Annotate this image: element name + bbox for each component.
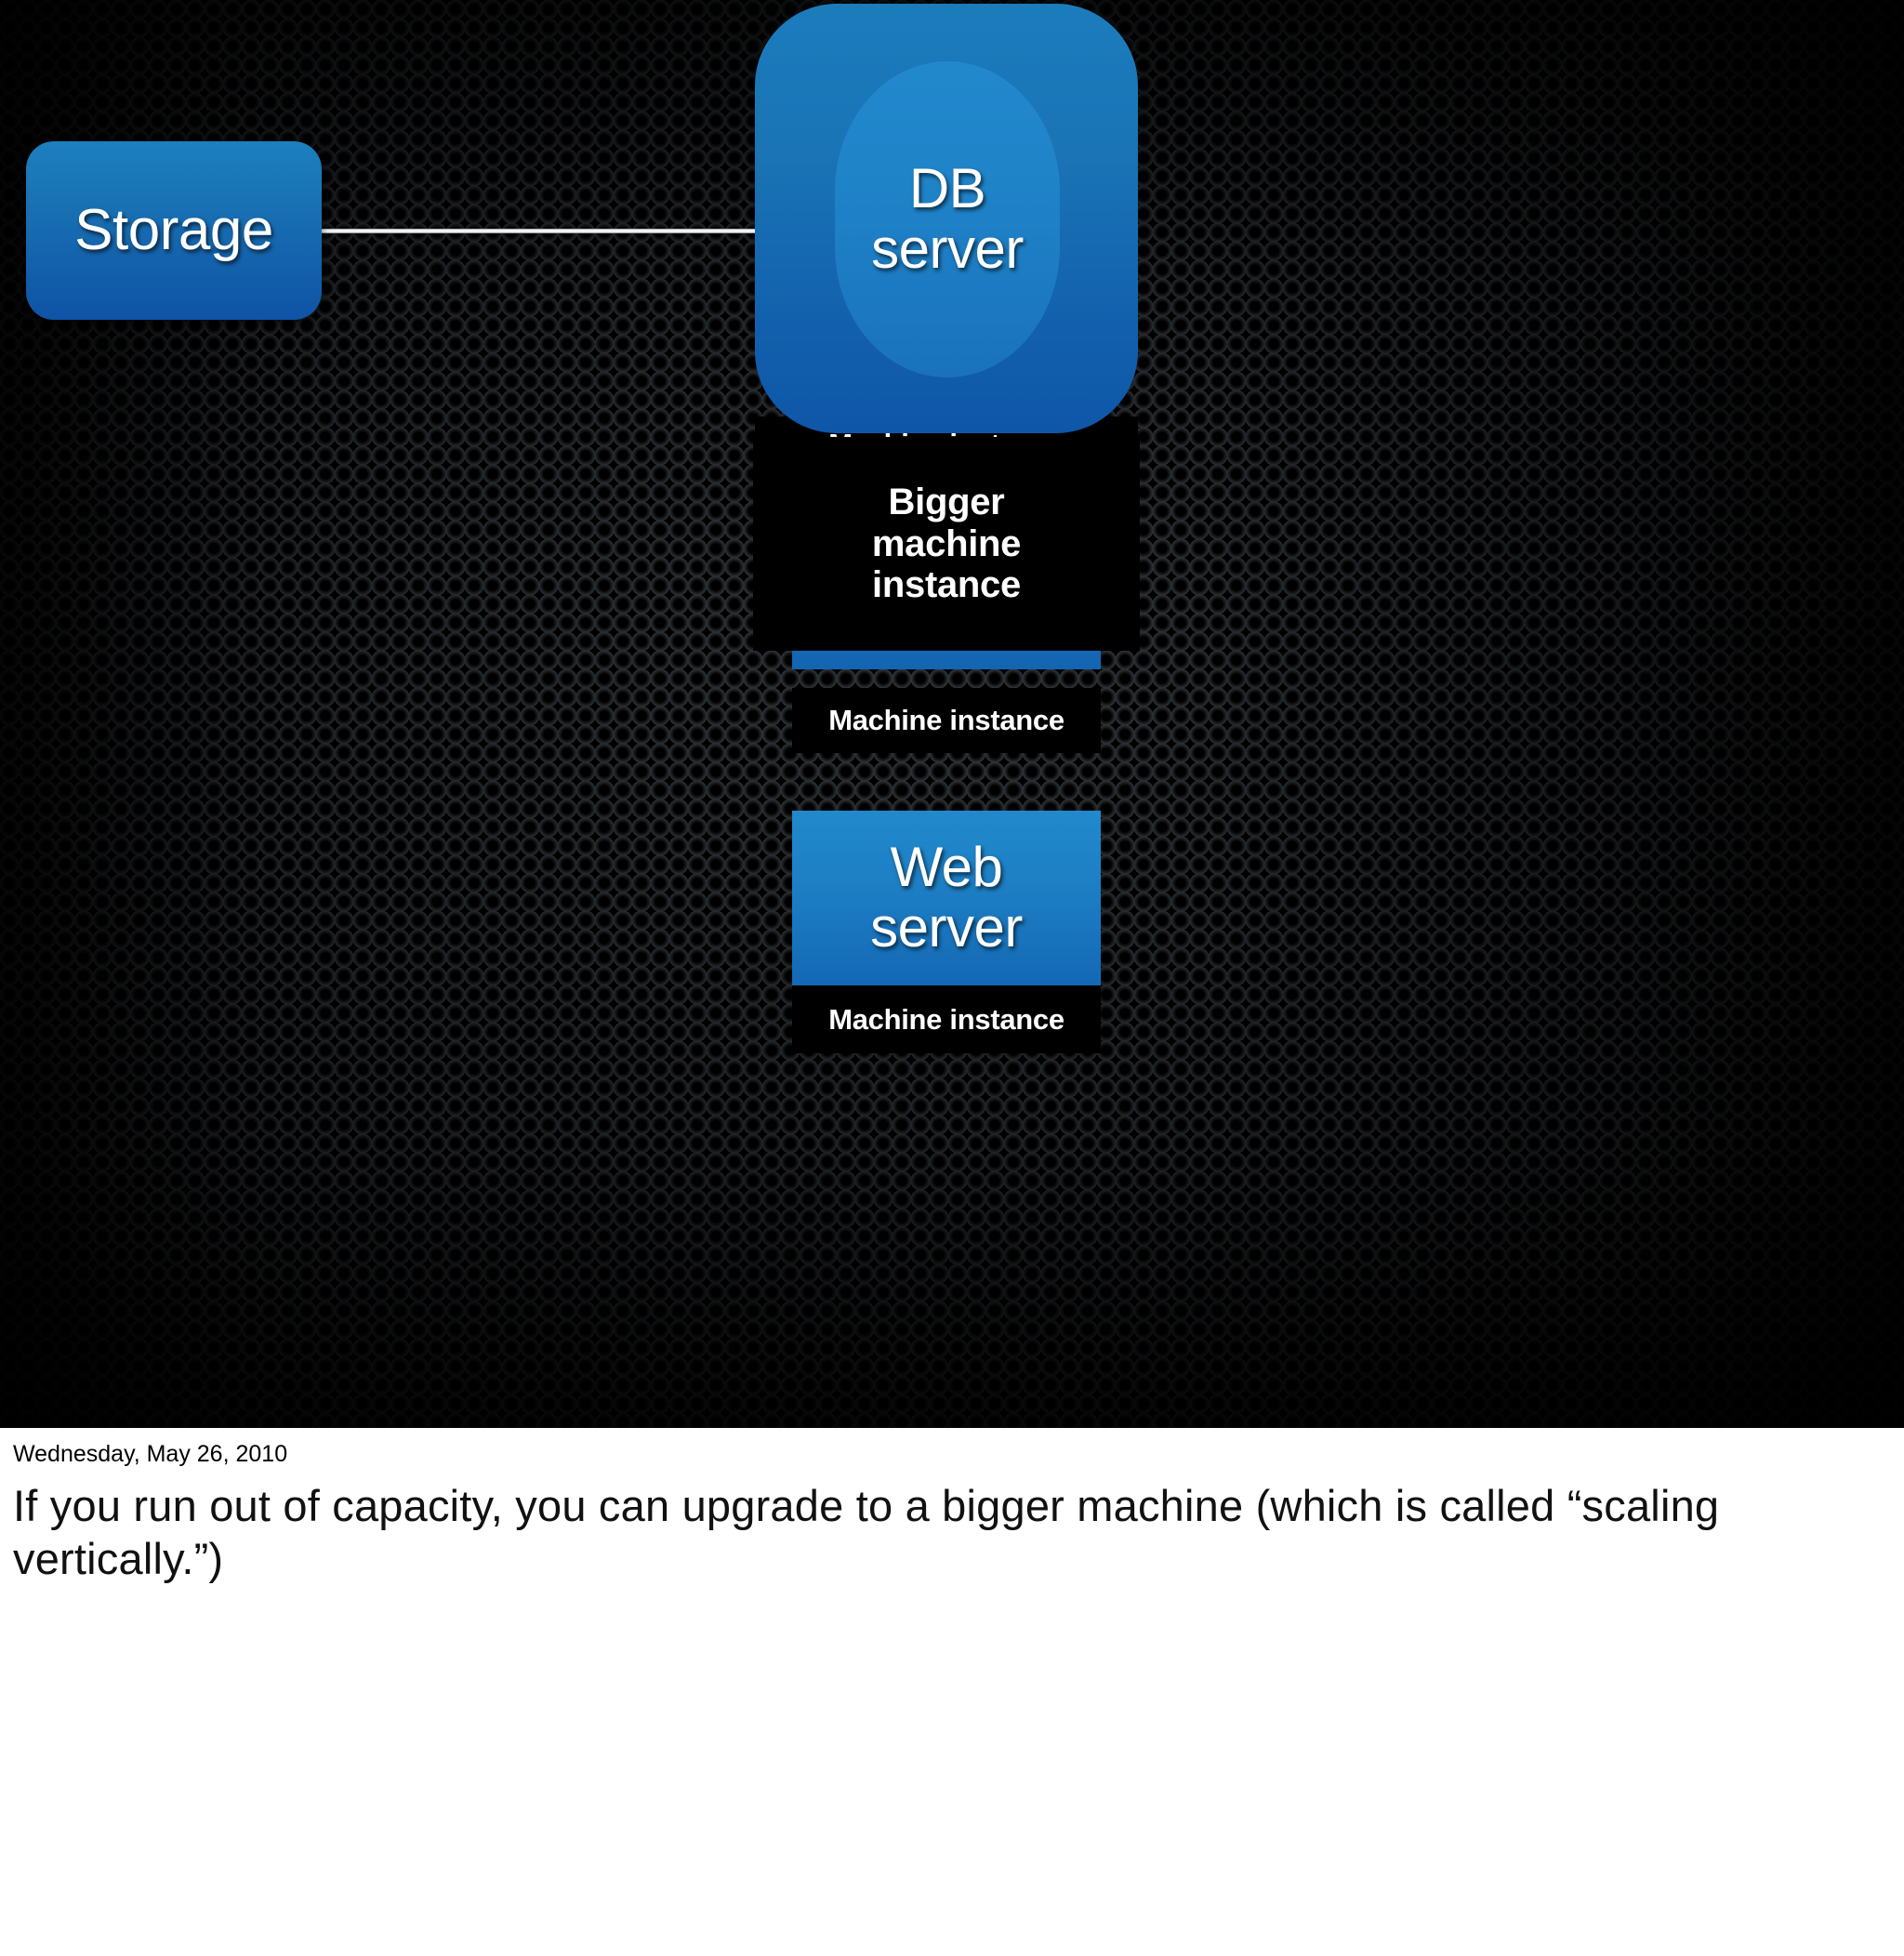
storage-node-label: Storage [74,197,273,262]
storage-node[interactable]: Storage [26,141,322,320]
notes-date: Wednesday, May 26, 2010 [13,1441,288,1467]
notes-body-text: If you run out of capacity, you can upgr… [13,1481,1720,1584]
db-server-inner-pill: DB server [835,61,1060,377]
db-server-label-line2: server [871,218,1024,280]
callout-line2: machine [871,522,1022,564]
callout-line3: instance [872,564,1021,606]
app-server-machine-instance-bar: Machine instance [792,688,1101,753]
bigger-machine-instance-callout: Bigger machine instance [753,437,1140,651]
web-server-label-line1: Web [890,836,1003,899]
presenter-notes-area: Wednesday, May 26, 2010 If you run out o… [0,1428,1904,1956]
db-server-node[interactable]: DB server [755,4,1138,433]
db-server-node-label: DB server [871,157,1024,280]
bigger-machine-instance-callout-text: Bigger machine instance [872,482,1021,606]
callout-line1: Bigger [888,481,1005,522]
web-server-node-label: Web server [870,836,1023,958]
storage-to-db-connector-line [320,229,796,233]
web-server-node[interactable]: Web server [792,811,1101,985]
web-server-machine-instance-bar: Machine instance [792,985,1101,1053]
db-server-label-line1: DB [908,157,986,220]
slide-canvas: Storage DB server Machine instance App s… [0,0,1904,1428]
web-server-label-line2: server [870,896,1023,958]
